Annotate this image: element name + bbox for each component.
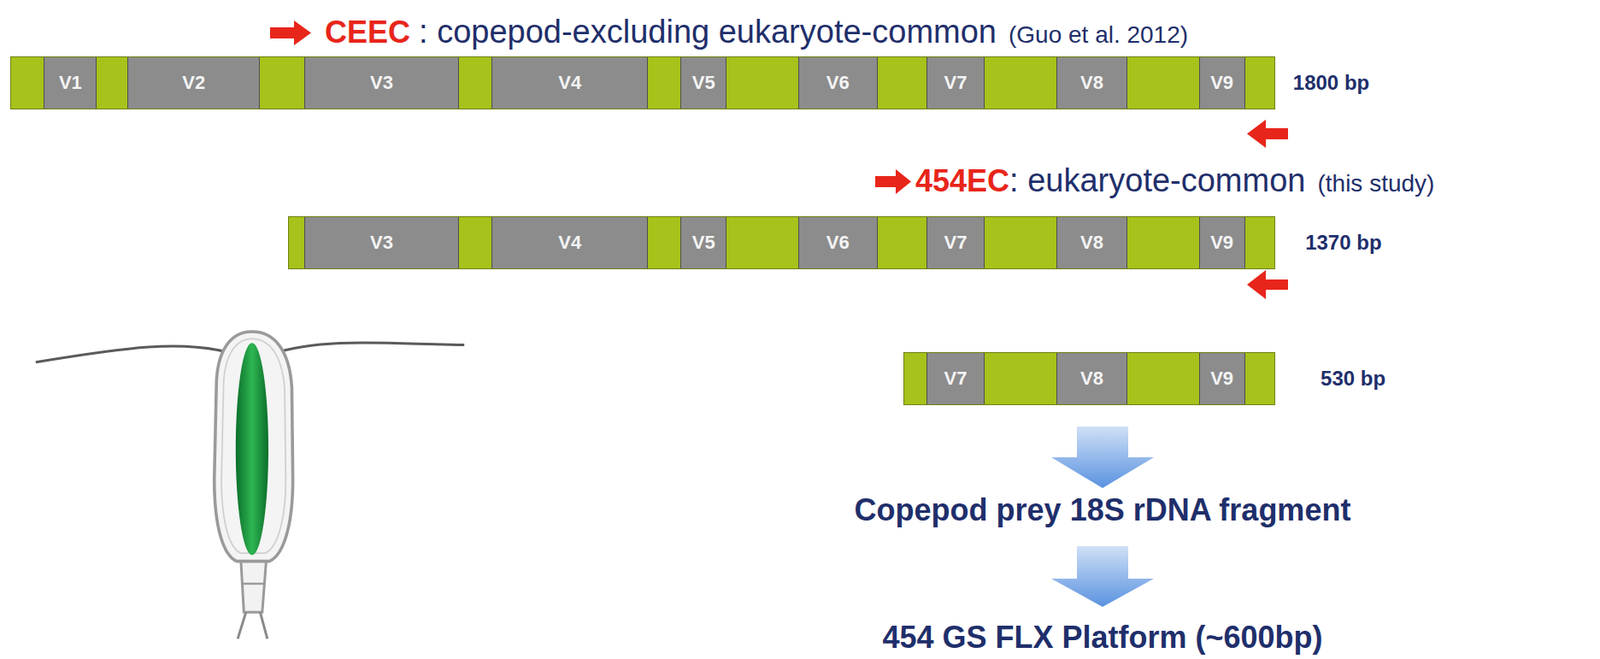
variable-region: V5: [680, 57, 727, 109]
variable-region: V7: [926, 217, 985, 269]
flow-arrow: [1051, 546, 1154, 607]
region-label: V7: [944, 233, 968, 253]
region-label: V7: [944, 369, 968, 389]
region-label: V8: [1080, 233, 1104, 253]
copepod-body: [214, 331, 294, 562]
region-label: V3: [370, 73, 394, 93]
variable-region: V1: [43, 57, 97, 109]
region-label: V5: [692, 233, 716, 253]
region-label: V1: [58, 73, 83, 93]
variable-region: V5: [680, 217, 727, 269]
primer-description: : copepod-excluding eukaryote-common: [418, 13, 997, 52]
copepod-furca: [237, 611, 268, 639]
reverse-primer-arrow: [1247, 119, 1289, 148]
region-label: V8: [1080, 369, 1104, 389]
step-label: Copepod prey 18S rDNA fragment: [854, 492, 1352, 528]
step-label: 454 GS FLX Platform (~600bp): [882, 619, 1323, 655]
region-label: V5: [692, 73, 716, 93]
region-label: V4: [558, 73, 582, 93]
copepod-gut: [235, 342, 269, 555]
reverse-primer-arrow: [1247, 270, 1289, 300]
antenna: [35, 346, 236, 363]
primer-row: 454EC: eukaryote-common (this study): [915, 162, 1435, 200]
region-label: V6: [826, 233, 850, 253]
primer-name: CEEC: [324, 14, 411, 50]
variable-region: V7: [926, 57, 985, 109]
region-label: V2: [182, 73, 206, 93]
length-label: 1800 bp: [1293, 72, 1370, 94]
region-label: V9: [1210, 233, 1234, 253]
region-label: V4: [558, 233, 582, 253]
variable-region: V8: [1056, 217, 1129, 269]
variable-region: V6: [798, 57, 878, 109]
variable-region: V6: [798, 217, 878, 269]
copepod-segment: [241, 582, 265, 585]
primer-arrow: [875, 169, 912, 195]
variable-region: V8: [1056, 352, 1129, 405]
primer-name: 454EC: [915, 163, 1010, 199]
copepod-illustration: [35, 331, 465, 639]
variable-region: V9: [1199, 352, 1246, 405]
variable-region: V3: [304, 57, 459, 109]
region-label: V6: [826, 73, 850, 93]
variable-region: V2: [127, 57, 260, 109]
primer-description: : eukaryote-common: [1009, 162, 1306, 200]
gene-bar: 1800 bpV1V2V3V4V5V6V7V8V9: [10, 56, 1276, 110]
primer-row: CEEC: copepod-excluding eukaryote-common…: [324, 13, 1189, 52]
gene-bar: 530 bpV7V8V9: [903, 352, 1277, 406]
region-label: V3: [370, 233, 394, 253]
region-label: V7: [944, 73, 968, 93]
variable-region: V3: [304, 217, 459, 269]
antenna: [270, 342, 465, 354]
region-label: V9: [1210, 73, 1234, 93]
variable-region: V4: [491, 217, 648, 269]
region-label: V8: [1080, 73, 1104, 93]
variable-region: V4: [491, 57, 648, 109]
primer-arrow: [270, 20, 312, 46]
variable-region: V9: [1199, 217, 1246, 269]
length-label: 1370 bp: [1305, 232, 1382, 253]
flow-arrow: [1051, 426, 1154, 489]
length-label: 530 bp: [1320, 368, 1386, 389]
variable-region: V7: [926, 352, 985, 405]
gene-bar: 1370 bpV3V4V5V6V7V8V9: [288, 216, 1277, 270]
variable-region: V8: [1056, 57, 1129, 109]
citation: (Guo et al. 2012): [1008, 21, 1189, 49]
citation: (this study): [1317, 170, 1435, 198]
copepod-urosome: [241, 558, 267, 612]
region-label: V9: [1210, 369, 1234, 389]
variable-region: V9: [1199, 57, 1246, 109]
